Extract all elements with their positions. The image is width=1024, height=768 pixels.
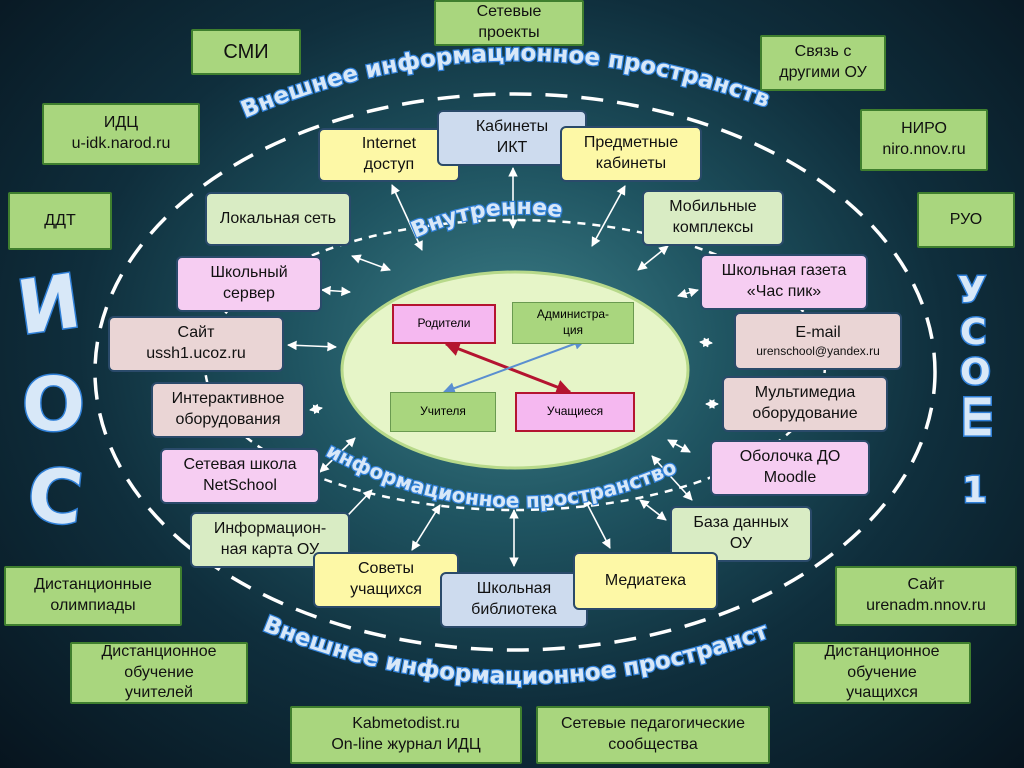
int-subject-rooms[interactable]: Предметные кабинеты: [560, 126, 702, 182]
ext-pedagogical-communities[interactable]: Сетевые педагогические сообщества: [536, 706, 770, 764]
connector-site: [287, 340, 337, 352]
ext-ruo[interactable]: РУО: [917, 192, 1015, 248]
ext-media[interactable]: СМИ: [191, 29, 301, 75]
connector-email: [699, 337, 713, 348]
letter-one: 1: [960, 469, 988, 513]
ext-distance-olympiads[interactable]: Дистанционные олимпиады: [4, 566, 182, 626]
core-students[interactable]: Учащиеся: [515, 392, 635, 432]
connector-server: [321, 285, 351, 297]
int-interactive-equipment[interactable]: Интерактивное оборудования: [151, 382, 305, 438]
outer-space-ring: [93, 92, 937, 652]
connectors: [287, 167, 719, 567]
int-school-newspaper[interactable]: Школьная газета «Час пик»: [700, 254, 868, 310]
letter-u: У: [957, 269, 988, 313]
int-mobile-complexes[interactable]: Мобильные комплексы: [642, 190, 784, 246]
email-address: urenschool@yandex.ru: [756, 343, 880, 358]
connector-moodle-a: [667, 439, 691, 453]
connector-predmetnye: [591, 185, 626, 247]
int-info-map[interactable]: Информацион- ная карта ОУ: [190, 512, 350, 568]
connector-netschool: [319, 437, 356, 473]
connector-interactive: [309, 403, 323, 415]
ext-niro[interactable]: НИРО niro.nnov.ru: [860, 109, 988, 171]
core-teachers[interactable]: Учителя: [390, 392, 496, 432]
int-netschool[interactable]: Сетевая школа NetSchool: [160, 448, 320, 504]
letter-s: С: [22, 450, 88, 544]
ext-site-urenadm[interactable]: Сайт urenadm.nnov.ru: [835, 566, 1017, 626]
int-site-ussh[interactable]: Сайт ussh1.ucoz.ru: [108, 316, 284, 372]
ext-distance-students[interactable]: Дистанционное обучение учащихся: [793, 642, 971, 704]
connector-database: [639, 499, 667, 521]
letter-o2: О: [959, 351, 993, 395]
letter-o: О: [21, 361, 87, 450]
connector-moodle-b: [651, 455, 693, 501]
connector-council: [411, 504, 441, 551]
ext-idc[interactable]: ИДЦ u-idk.narod.ru: [42, 103, 200, 165]
int-internet[interactable]: Internet доступ: [318, 128, 460, 182]
connector-mobile: [637, 245, 669, 271]
int-mediateka[interactable]: Медиатека: [573, 552, 718, 610]
core-administration[interactable]: Администра- ция: [512, 302, 634, 344]
inner-space-label-top: Внутреннее: [408, 195, 564, 243]
int-multimedia-equipment[interactable]: Мультимедиа оборудование: [722, 376, 888, 432]
int-school-server[interactable]: Школьный сервер: [176, 256, 322, 312]
ext-network-projects[interactable]: Сетевые проекты: [434, 0, 584, 46]
connector-internet: [391, 184, 423, 251]
ext-kabmetodist[interactable]: Kabmetodist.ru On-line журнал ИДЦ: [290, 706, 522, 764]
connector-newspaper: [677, 287, 699, 299]
int-student-council[interactable]: Советы учащихся: [313, 552, 459, 608]
int-moodle[interactable]: Оболочка ДО Moodle: [710, 440, 870, 496]
ext-ddt[interactable]: ДДТ: [8, 192, 112, 250]
core-parents[interactable]: Родители: [392, 304, 496, 344]
letter-s2: С: [958, 311, 987, 355]
ext-other-schools[interactable]: Связь с другими ОУ: [760, 35, 886, 91]
email-title: E-mail: [795, 323, 841, 341]
letter-i: И: [11, 257, 87, 354]
connector-mediateka: [583, 497, 611, 549]
letter-sh: Ш: [954, 393, 998, 440]
int-email[interactable]: E-mail urenschool@yandex.ru: [734, 312, 902, 370]
arrow-teachers-administration: [442, 338, 587, 394]
ext-distance-teachers[interactable]: Дистанционное обучение учителей: [70, 642, 248, 704]
connector-local-net: [351, 254, 391, 272]
int-school-library[interactable]: Школьная библиотека: [440, 572, 588, 628]
int-local-network[interactable]: Локальная сеть: [205, 192, 351, 246]
